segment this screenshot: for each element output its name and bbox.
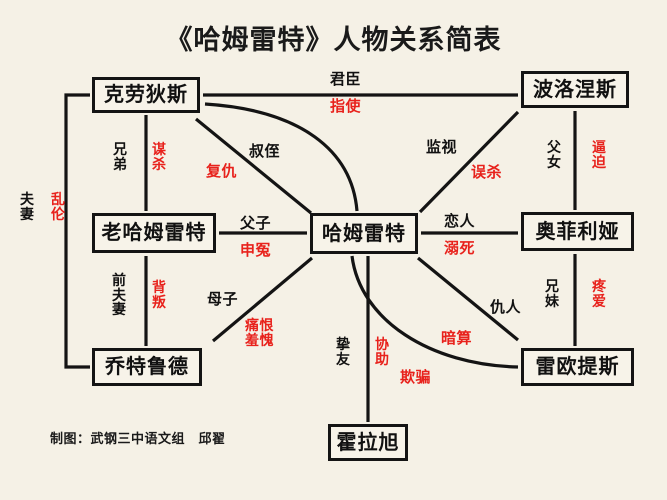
edge-label-ansuan: 暗算	[441, 330, 473, 347]
edge-label-tonghen-xiukui: 痛恨 羞愧	[245, 317, 274, 348]
edge-label-jianshi: 监视	[426, 139, 458, 156]
edge-label-beipan: 背 叛	[152, 279, 167, 310]
edge-polonius-hamlet	[418, 110, 520, 214]
edge-label-luanlun: 乱 伦	[51, 191, 66, 222]
edge-label-muzi: 母子	[207, 291, 239, 308]
edge-label-qianfuqi: 前 夫 妻	[112, 272, 127, 318]
credit-line: 制图：武钢三中语文组 邱翟	[50, 431, 226, 446]
edge-label-mousha: 谋 杀	[152, 141, 167, 172]
edge-label-fuchou: 复仇	[206, 163, 238, 180]
edge-label-shuzhi: 叔侄	[249, 143, 281, 160]
edge-claudius-gertrude	[64, 93, 90, 369]
node-hamlet[interactable]: 哈姆雷特	[310, 213, 418, 254]
edge-label-xiezhu: 协 助	[375, 336, 390, 367]
node-laertes[interactable]: 雷欧提斯	[521, 348, 634, 386]
edge-label-bipo: 逼 迫	[592, 139, 607, 170]
edge-label-funv: 父 女	[547, 139, 562, 170]
node-claudius[interactable]: 克劳狄斯	[92, 77, 200, 113]
edge-label-zhishi: 指使	[330, 98, 362, 115]
page-title: 《哈姆雷特》人物关系简表	[165, 25, 502, 55]
edge-label-xiongdi: 兄 弟	[113, 141, 128, 172]
edge-label-wusha: 误杀	[471, 164, 503, 181]
edge-label-fuqi: 夫 妻	[20, 191, 35, 222]
edge-label-lianren: 恋人	[444, 213, 476, 230]
node-horatio[interactable]: 霍拉旭	[328, 424, 408, 461]
edge-label-tengai: 疼 爱	[592, 278, 607, 309]
edge-label-qipian: 欺骗	[400, 369, 432, 386]
edge-label-junchen: 君臣	[330, 71, 362, 88]
edge-label-zhiyou: 挚 友	[336, 336, 351, 367]
edge-label-churen: 仇人	[490, 299, 522, 316]
node-old-hamlet[interactable]: 老哈姆雷特	[92, 213, 216, 253]
edge-label-shenyuan: 申冤	[240, 242, 272, 259]
node-gertrude[interactable]: 乔特鲁德	[92, 348, 202, 386]
edge-label-xiongmei: 兄 妹	[545, 278, 560, 309]
node-polonius[interactable]: 波洛涅斯	[521, 71, 629, 108]
edge-claudius-hamlet-curve	[204, 102, 359, 212]
edge-label-nisi: 溺死	[444, 240, 476, 257]
node-ophelia[interactable]: 奥菲利娅	[521, 212, 634, 251]
edge-label-fuzi: 父子	[240, 215, 272, 232]
